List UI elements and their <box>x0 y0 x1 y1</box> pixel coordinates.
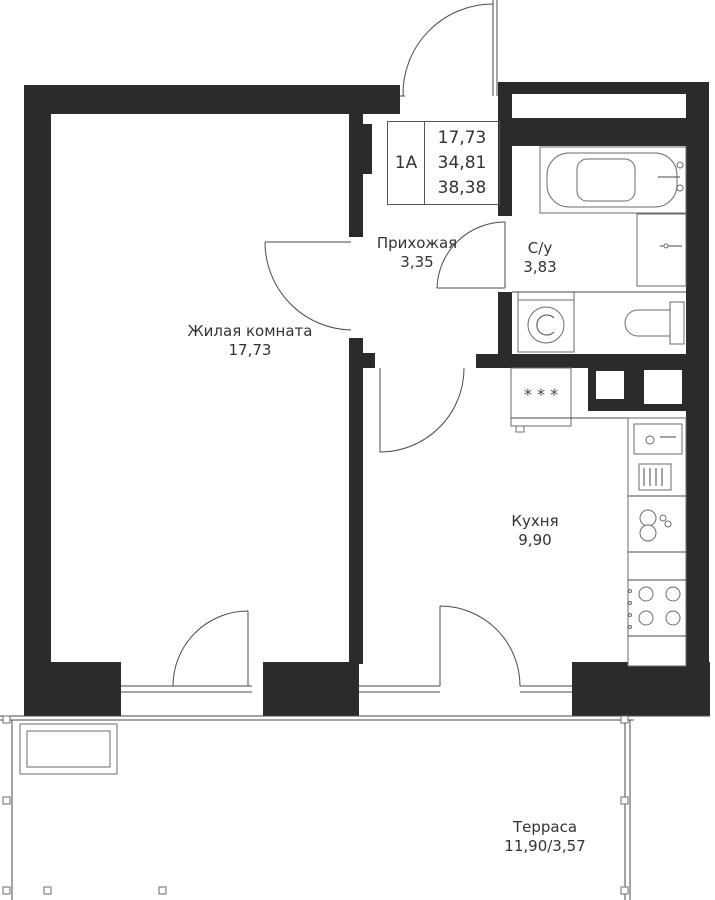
partition-living-niche <box>363 124 372 174</box>
room-area: 17,73 <box>228 341 272 359</box>
kitchen-counter <box>627 417 687 667</box>
wall-right <box>686 146 709 666</box>
wall-top-right-top <box>498 82 709 94</box>
washing-machine <box>517 291 575 353</box>
room-label-living: Жилая комната 17,73 <box>170 322 330 360</box>
room-name: Прихожая <box>376 234 458 252</box>
wall-top-left <box>24 85 400 114</box>
wall-left <box>24 114 51 664</box>
room-name: Кухня <box>511 512 559 530</box>
wall-bottom-right-block <box>572 662 710 716</box>
apartment-info-box: 1A 17,73 34,81 38,38 <box>387 121 500 205</box>
room-label-hall: Прихожая 3,35 <box>362 234 472 272</box>
total-area-value: 34,81 <box>437 152 487 173</box>
fridge: * * * <box>510 367 572 433</box>
room-area: 3,35 <box>400 253 434 271</box>
walls <box>24 82 710 716</box>
wall-bath-lower-left <box>498 292 512 354</box>
terrace <box>0 715 710 900</box>
partition-living-upper <box>349 113 363 237</box>
wall-top-right-left <box>498 82 512 216</box>
partition-living-lower <box>349 338 363 664</box>
room-label-kitchen: Кухня 9,90 <box>490 512 580 550</box>
room-area: 9,90 <box>518 531 552 549</box>
wall-top-right-bottom <box>498 118 709 146</box>
toilet <box>624 301 685 345</box>
apartment-areas: 17,73 34,81 38,38 <box>425 122 499 204</box>
washbasin <box>636 213 687 287</box>
room-label-terrace: Терраса 11,90/3,57 <box>485 818 605 856</box>
room-label-bathroom: С/у 3,83 <box>505 239 575 277</box>
svg-text:* * *: * * * <box>524 385 558 404</box>
room-area: 3,83 <box>523 258 557 276</box>
room-name: Жилая комната <box>187 322 313 340</box>
wall-bottom-left-block <box>24 662 121 716</box>
room-area: 11,90/3,57 <box>504 837 586 855</box>
partition-living-lower-cap <box>349 353 375 368</box>
room-name: Терраса <box>512 818 578 836</box>
area-with-terrace-value: 38,38 <box>437 177 487 198</box>
living-area-value: 17,73 <box>437 127 487 148</box>
doors <box>121 0 572 693</box>
wall-bottom-center-block <box>263 662 359 716</box>
apartment-code: 1A <box>388 122 425 204</box>
bathtub <box>539 146 687 214</box>
room-name: С/у <box>527 239 553 257</box>
